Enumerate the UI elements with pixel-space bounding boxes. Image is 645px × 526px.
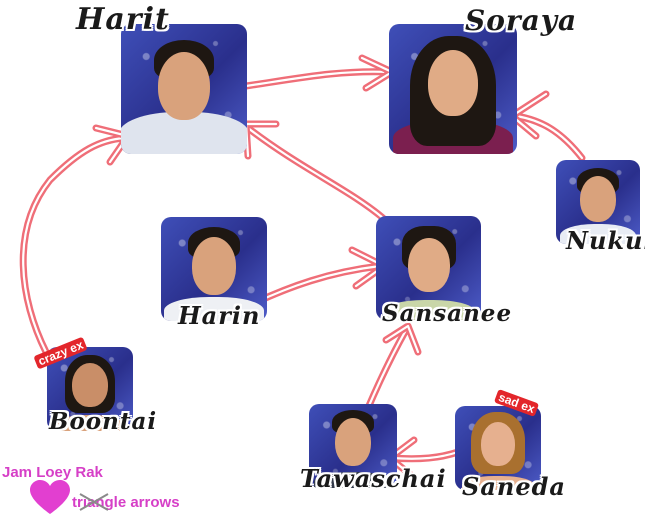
heart-icon [30,480,70,514]
nukul-name: Nukul [566,226,645,255]
tawaschai-name: Tawaschai [300,464,447,493]
soraya-photo [389,24,517,154]
harit-photo [121,24,247,154]
arrow-nukul-to-soraya [508,90,586,162]
arrow-tawaschai-to-sansanee [364,322,422,412]
strike-mark-icon [79,493,109,511]
sansanee-photo [376,216,481,320]
harin-name: Harin [178,301,261,330]
harin-photo [161,217,267,321]
arrow-sansanee-to-harit [242,120,387,222]
arrow-boontai-to-harit [19,124,132,356]
boontai-name: Boontai [49,408,158,435]
saneda-name: Saneda [462,472,566,501]
arrow-harin-to-sansanee [244,246,388,310]
nukul-photo [556,160,640,244]
sansanee-name: Sansanee [382,300,513,327]
boontai-photo [47,347,133,431]
saneda-photo [455,406,541,490]
soraya-name: Soraya [465,4,578,37]
tawaschai-photo [309,404,397,488]
legend-title: Jam Loey Rak [2,464,103,481]
arrow-harit-to-soraya [242,54,396,92]
harit-name: Harit [76,2,170,37]
